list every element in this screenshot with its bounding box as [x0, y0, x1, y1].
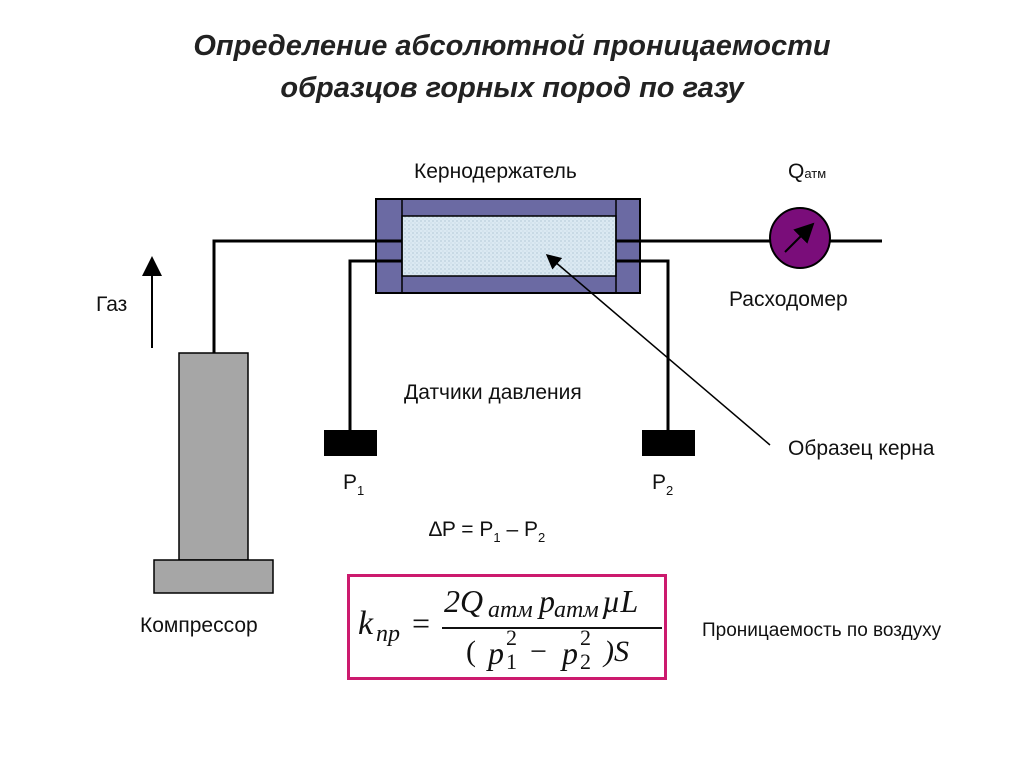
flowmeter-label: Расходомер [729, 288, 848, 311]
p2-label: P2 [652, 471, 674, 498]
pressure-sensor-p1 [324, 430, 377, 456]
p1-label: P1 [343, 471, 365, 498]
permeability-air-label: Проницаемость по воздуху [702, 620, 942, 641]
formula-den-open: ( [466, 635, 476, 668]
formula-num-sub-atm-1: атм [488, 597, 533, 623]
p1-subscript: 1 [357, 483, 365, 498]
flow-rate-symbol: Q [788, 160, 805, 183]
flow-rate-label: Qатм [788, 160, 826, 184]
core-sample-pointer [545, 254, 771, 446]
gas-inlet-pipe [212, 239, 376, 354]
formula-den-p1: p [488, 635, 504, 671]
core-sample [401, 215, 617, 277]
p2-subscript: 2 [666, 483, 674, 498]
formula-den-p2: p [562, 635, 578, 671]
sensor-line-p1 [348, 259, 376, 432]
formula-equals: = [412, 605, 431, 641]
pressure-sensor-p2 [642, 430, 695, 456]
formula-num-p: p [539, 583, 555, 619]
formula-k: k [358, 605, 374, 642]
flow-rate-subscript: атм [804, 166, 827, 181]
formula-num-mu-l: µL [602, 583, 639, 619]
p1-symbol: P [343, 471, 358, 494]
compressor-label: Компрессор [140, 614, 258, 637]
formula-den-p2-sup: 2 [580, 625, 591, 650]
permeability-formula-box: k пр = 2Q атм p атм µL ( p 2 1 − p 2 2 )… [347, 574, 667, 680]
delta-p-mid: – P [500, 518, 539, 541]
page-title-line-1: Определение абсолютной проницаемости [193, 30, 831, 62]
sensor-line-p2 [640, 259, 670, 432]
p2-symbol: P [652, 471, 667, 494]
page-title-line-2: образцов горных пород по газу [280, 72, 744, 104]
formula-num-2q: 2Q [444, 583, 484, 619]
core-sample-label: Образец керна [788, 437, 935, 460]
gas-label: Газ [96, 293, 128, 316]
compressor-base [153, 559, 274, 594]
formula-den-minus: − [530, 635, 547, 668]
formula-fraction-bar [442, 627, 662, 629]
delta-p-sub1: 1 [493, 530, 501, 545]
formula-num-sub-atm-2: атм [554, 597, 599, 623]
delta-p-formula: ∆P = P1 – P2 [429, 518, 546, 545]
core-holder-label: Кернодержатель [414, 160, 577, 183]
formula-den-p2-sub: 2 [580, 649, 591, 674]
compressor-cylinder [178, 352, 249, 561]
formula-den-p1-sup: 2 [506, 625, 517, 650]
formula-den-p1-sub: 1 [506, 649, 517, 674]
delta-p-sub2: 2 [538, 530, 546, 545]
pressure-sensors-label: Датчики давления [404, 381, 582, 404]
formula-k-sub: пр [376, 621, 400, 647]
formula-den-close: )S [604, 635, 629, 668]
delta-p-prefix: ∆P = P [429, 518, 494, 541]
